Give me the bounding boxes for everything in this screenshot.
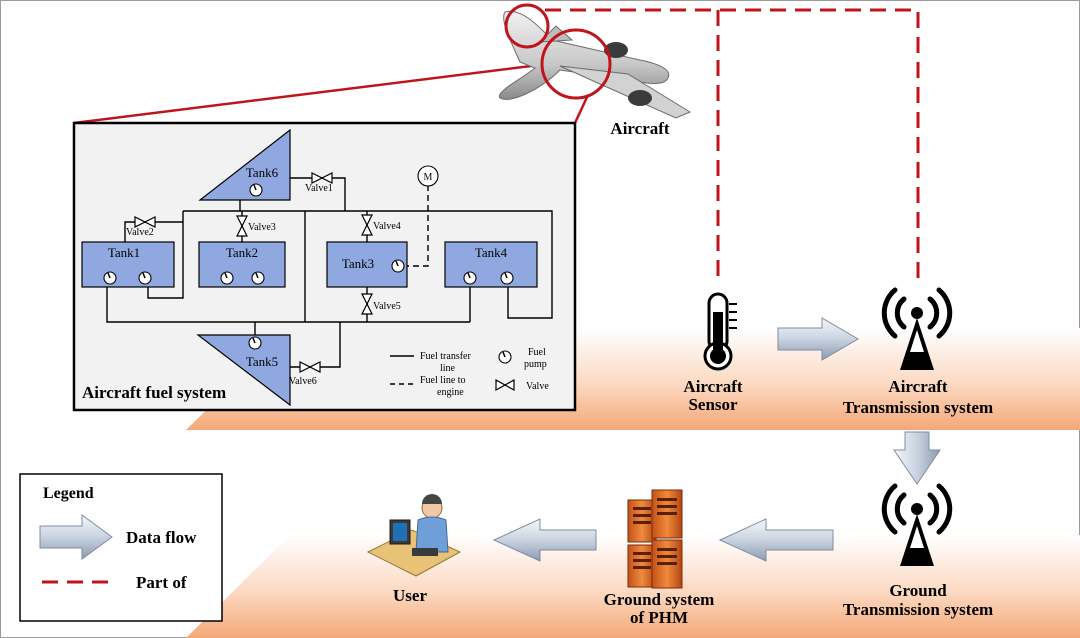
aircraft-tx-label-2: Transmission system (843, 398, 993, 417)
key-engine-label-2: engine (437, 387, 464, 398)
zoom-circle-small (504, 3, 550, 49)
fuel-pumps (103, 183, 514, 350)
tank3-label: Tank3 (342, 256, 374, 271)
tank1-label: Tank1 (108, 245, 140, 260)
arrow-aircraft-tx-to-ground-tx (893, 431, 941, 485)
valve4-label: Valve4 (373, 221, 401, 232)
aircraft-sensor-label-1: Aircraft (683, 377, 742, 396)
tank2 (198, 241, 286, 288)
key-pump-label-1: Fuel (528, 347, 546, 358)
valve6-icon (299, 361, 321, 373)
arrow-ground-tx-to-phm (718, 518, 834, 562)
aircraft-antenna-icon (881, 287, 953, 370)
user-at-computer-icon (366, 494, 462, 577)
arrow-sensor-to-aircraft-tx (777, 317, 859, 361)
valve2-label: Valve2 (126, 227, 154, 238)
valve1-icon (311, 172, 333, 184)
zoom-circle-large (540, 28, 612, 100)
tank2-label: Tank2 (226, 245, 258, 260)
tank1 (81, 241, 175, 288)
aircraft-label: Aircraft (610, 119, 669, 138)
ground-tx-label-1: Ground (889, 581, 947, 600)
ground-tx-label-2: Transmission system (843, 600, 993, 619)
aircraft-icon (498, 3, 692, 119)
fuel-panel-key: Fuel transfer line Fuel line to engine F… (390, 347, 549, 398)
tank4-label: Tank4 (475, 245, 508, 260)
valve1-label: Valve1 (305, 183, 333, 194)
legend-data-flow-label: Data flow (126, 528, 197, 547)
arrow-phm-to-user (492, 518, 597, 562)
key-valve-label: Valve (526, 381, 549, 392)
fuel-line-to-engine (403, 186, 429, 267)
key-valve-icon (495, 378, 515, 392)
valve4-icon (361, 214, 373, 236)
legend-data-flow-arrow (39, 514, 113, 560)
aircraft-tx-label-1: Aircraft (888, 377, 947, 396)
tank-labels: Tank1 Tank2 Tank3 Tank4 Tank6 Tank5 (108, 165, 508, 369)
ground-antenna-icon (881, 483, 953, 566)
ground-phm-label-2: of PHM (630, 608, 688, 627)
key-engine-label-1: Fuel line to (420, 375, 466, 386)
valve5-icon (361, 293, 373, 315)
valves (134, 172, 373, 373)
tank5-label: Tank5 (246, 354, 278, 369)
part-of-line-transmission (545, 8, 920, 285)
data-flow-arrows (492, 317, 941, 562)
key-pump-label-2: pump (524, 359, 547, 370)
zoom-line-left (73, 61, 556, 125)
motor-label: M (424, 172, 433, 183)
valve6-label: Valve6 (289, 376, 317, 387)
thermometer-icon (703, 292, 737, 371)
tank5 (196, 334, 291, 407)
user-label: User (393, 586, 427, 605)
valve3-icon (236, 215, 248, 237)
server-rack-icon (627, 489, 683, 589)
valve5-label: Valve5 (373, 301, 401, 312)
zoom-line-right (573, 94, 590, 124)
tank6-label: Tank6 (246, 165, 279, 180)
tank6 (198, 128, 291, 201)
legend-box: Legend Data flow Part of (19, 473, 223, 622)
tank4 (444, 241, 538, 288)
valve3-label: Valve3 (248, 222, 276, 233)
key-transfer-label-1: Fuel transfer (420, 351, 471, 362)
valve-labels: Valve1 Valve2 Valve3 Valve4 Valve5 Valve… (126, 183, 401, 387)
fuel-system-panel: Tank1 Tank2 Tank3 Tank4 Tank6 Tank5 (72, 121, 577, 412)
pump-marks (107, 184, 508, 344)
fuel-system-title: Aircraft fuel system (82, 383, 226, 402)
legend-part-of-label: Part of (136, 573, 187, 592)
valve2-icon (134, 216, 156, 228)
key-transfer-label-2: line (440, 363, 456, 374)
aircraft-sensor-label-2: Sensor (688, 395, 738, 414)
part-of-links (545, 8, 920, 285)
engine-motor-icon (417, 165, 439, 187)
ground-phm-label-1: Ground system (604, 590, 715, 609)
legend-title: Legend (43, 485, 94, 502)
